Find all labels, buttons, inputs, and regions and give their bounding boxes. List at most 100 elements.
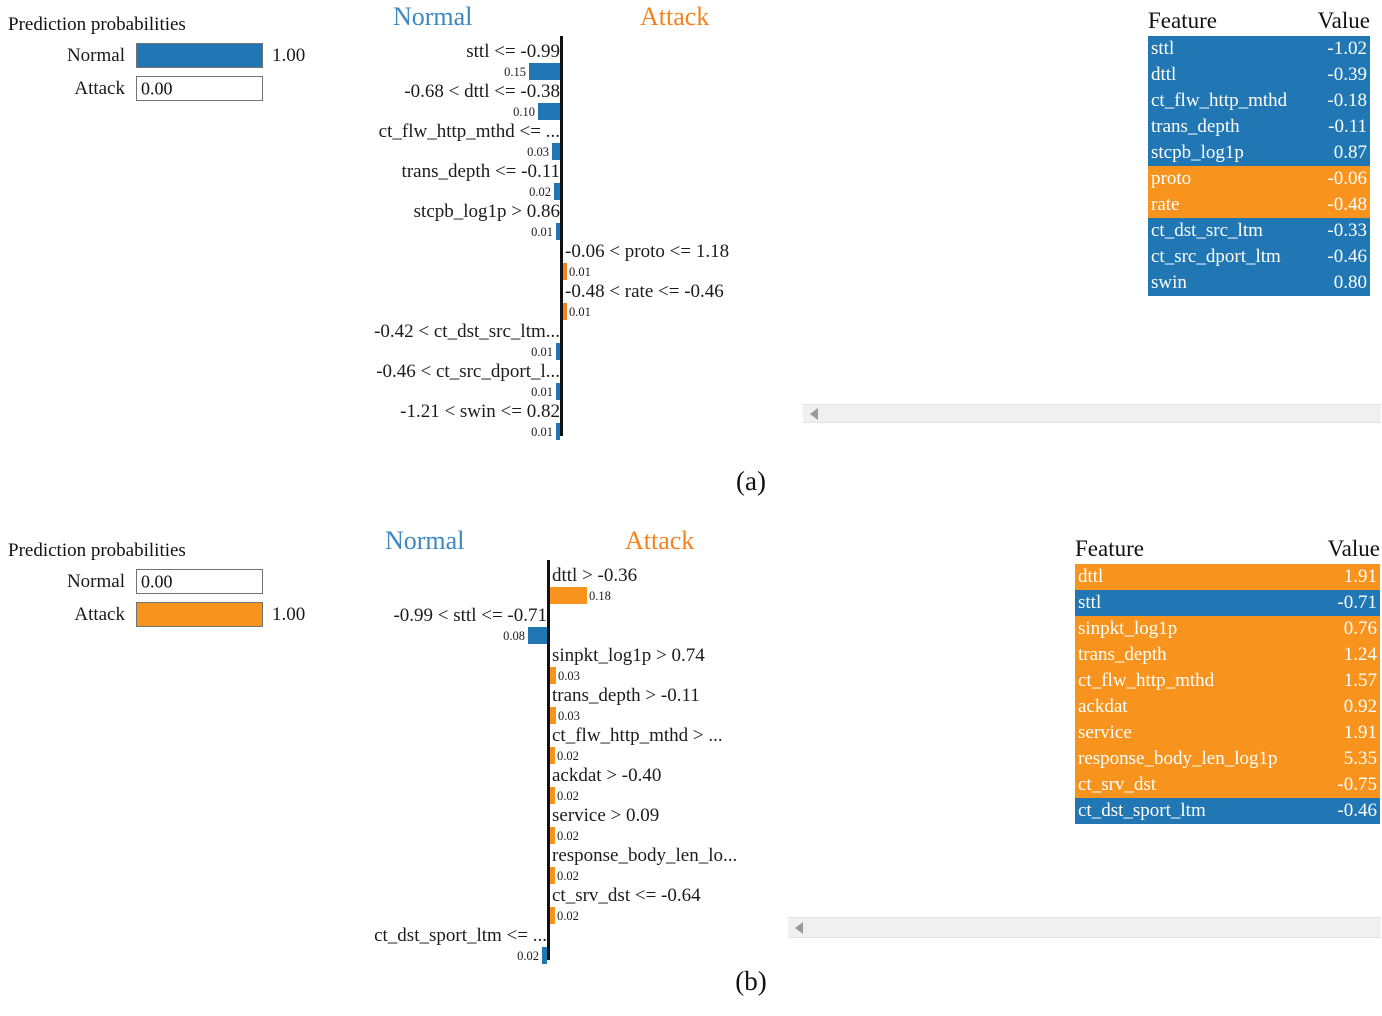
feature-rule-label: service > 0.09 (552, 805, 660, 826)
feature-rule-label: -0.42 < ct_dst_src_ltm... (374, 321, 560, 342)
feature-contribution-row: trans_depth > -0.11 0.03 (330, 686, 790, 726)
chart-plot-area-b: dttl > -0.36 0.18 -0.99 < sttl <= -0.71 0.0… (330, 560, 790, 964)
table-cell-value: -1.02 (1327, 38, 1367, 59)
feature-weight-bar (556, 383, 560, 400)
table-cell-feature: ct_dst_sport_ltm (1078, 800, 1206, 821)
feature-rule-label: trans_depth > -0.11 (552, 685, 700, 706)
feature-weight-bar (550, 867, 555, 884)
table-cell-value: -0.06 (1327, 168, 1367, 189)
feature-contribution-row: ct_flw_http_mthd > ... 0.02 (330, 726, 790, 766)
class-header-normal: Normal (393, 2, 473, 31)
table-cell-value: -0.11 (1328, 116, 1367, 137)
feature-contribution-row: ct_flw_http_mthd <= ...0.03 (330, 122, 790, 162)
table-cell-value: -0.33 (1327, 220, 1367, 241)
chart-center-axis (547, 560, 550, 960)
probability-value-attack: 0.00 (141, 78, 173, 98)
feature-contribution-row: service > 0.09 0.02 (330, 806, 790, 846)
feature-weight-value: 0.15 (504, 65, 526, 79)
feature-contribution-row: -0.99 < sttl <= -0.71 0.08 (330, 606, 790, 646)
chart-center-axis (560, 36, 563, 436)
table-cell-value: -0.71 (1337, 592, 1377, 613)
probability-value-normal: 1.00 (272, 44, 306, 66)
table-cell-value: 0.92 (1343, 696, 1377, 717)
feature-weight-bar (550, 827, 555, 844)
feature-rule-label: ct_flw_http_mthd > ... (552, 725, 723, 746)
scroll-left-arrow-icon[interactable] (810, 407, 818, 420)
table-row: dttl-0.39 (1148, 62, 1370, 88)
feature-weight-value: 0.01 (531, 225, 553, 239)
feature-rule-label: -0.99 < sttl <= -0.71 (393, 605, 547, 626)
table-cell-value: -0.18 (1327, 90, 1367, 111)
probability-label-attack: Attack (74, 603, 125, 625)
table-cell-feature: rate (1151, 194, 1180, 215)
feature-weight-value: 0.18 (589, 589, 611, 603)
table-cell-feature: response_body_len_log1p (1078, 748, 1278, 769)
probability-fill-attack (137, 603, 262, 626)
chart-class-headers-b: Normal Attack (330, 526, 790, 560)
feature-rule-label: -0.68 < dttl <= -0.38 (404, 81, 560, 102)
table-cell-value: -0.48 (1327, 194, 1367, 215)
probability-bar-normal: 0.00 (136, 569, 263, 594)
table-cell-feature: trans_depth (1078, 644, 1167, 665)
feature-weight-bar (550, 667, 556, 684)
feature-contribution-row: -0.46 < ct_src_dport_l...0.01 (330, 362, 790, 402)
probability-value-normal: 0.00 (141, 571, 173, 591)
feature-rule-label: trans_depth <= -0.11 (401, 161, 560, 182)
table-row: proto-0.06 (1148, 166, 1370, 192)
table-header-value: Value (1327, 536, 1380, 561)
horizontal-scrollbar-a[interactable] (803, 404, 1381, 423)
table-cell-value: 1.57 (1343, 670, 1377, 691)
probability-fill-normal (137, 44, 262, 67)
table-row: response_body_len_log1p 5.35 (1075, 746, 1380, 772)
feature-weight-value: 0.08 (503, 629, 525, 643)
table-cell-feature: ackdat (1078, 696, 1128, 717)
feature-weight-bar (554, 183, 560, 200)
feature-weight-value: 0.01 (569, 265, 591, 279)
class-header-normal: Normal (385, 526, 465, 555)
feature-weight-bar (556, 223, 560, 240)
feature-rule-label: dttl > -0.36 (552, 565, 638, 586)
scroll-left-arrow-icon[interactable] (795, 921, 803, 934)
table-cell-value: 0.87 (1333, 142, 1367, 163)
feature-weight-bar (542, 947, 547, 964)
table-cell-value: 5.35 (1343, 748, 1377, 769)
feature-rule-label: ackdat > -0.40 (552, 765, 662, 786)
feature-contribution-row: ct_dst_sport_ltm <= ...0.02 (330, 926, 790, 966)
table-header-row-b: Feature Value (1075, 536, 1380, 564)
table-row: ct_src_dport_ltm-0.46 (1148, 244, 1370, 270)
feature-weight-value: 0.02 (517, 949, 539, 963)
feature-weight-bar (550, 587, 587, 604)
table-row: sttl-0.71 (1075, 590, 1380, 616)
probability-label-attack: Attack (74, 77, 125, 99)
table-cell-value: 1.91 (1343, 722, 1377, 743)
horizontal-scrollbar-b[interactable] (788, 917, 1381, 938)
table-header-feature: Feature (1148, 8, 1217, 33)
probability-row-normal: Normal 1.00 (8, 42, 305, 69)
feature-weight-value: 0.02 (557, 829, 579, 843)
table-cell-feature: sinpkt_log1p (1078, 618, 1178, 639)
feature-rule-label: -0.48 < rate <= -0.46 (565, 281, 724, 302)
feature-weight-value: 0.01 (531, 345, 553, 359)
prediction-probabilities-title: Prediction probabilities (8, 540, 186, 561)
feature-contribution-row: -0.42 < ct_dst_src_ltm... 0.01 (330, 322, 790, 362)
table-cell-feature: ct_flw_http_mthd (1078, 670, 1215, 691)
feature-weight-value: 0.03 (558, 709, 580, 723)
probability-bar-attack: 0.00 (136, 76, 263, 101)
feature-weight-value: 0.02 (557, 749, 579, 763)
lime-explanation-panel-a: Prediction probabilities Normal 1.00 Att… (8, 2, 1381, 496)
table-cell-feature: service (1078, 722, 1132, 743)
table-cell-feature: sttl (1151, 38, 1175, 59)
table-cell-feature: ct_flw_http_mthd (1151, 90, 1288, 111)
class-header-attack: Attack (640, 2, 710, 31)
feature-weight-bar (550, 707, 556, 724)
